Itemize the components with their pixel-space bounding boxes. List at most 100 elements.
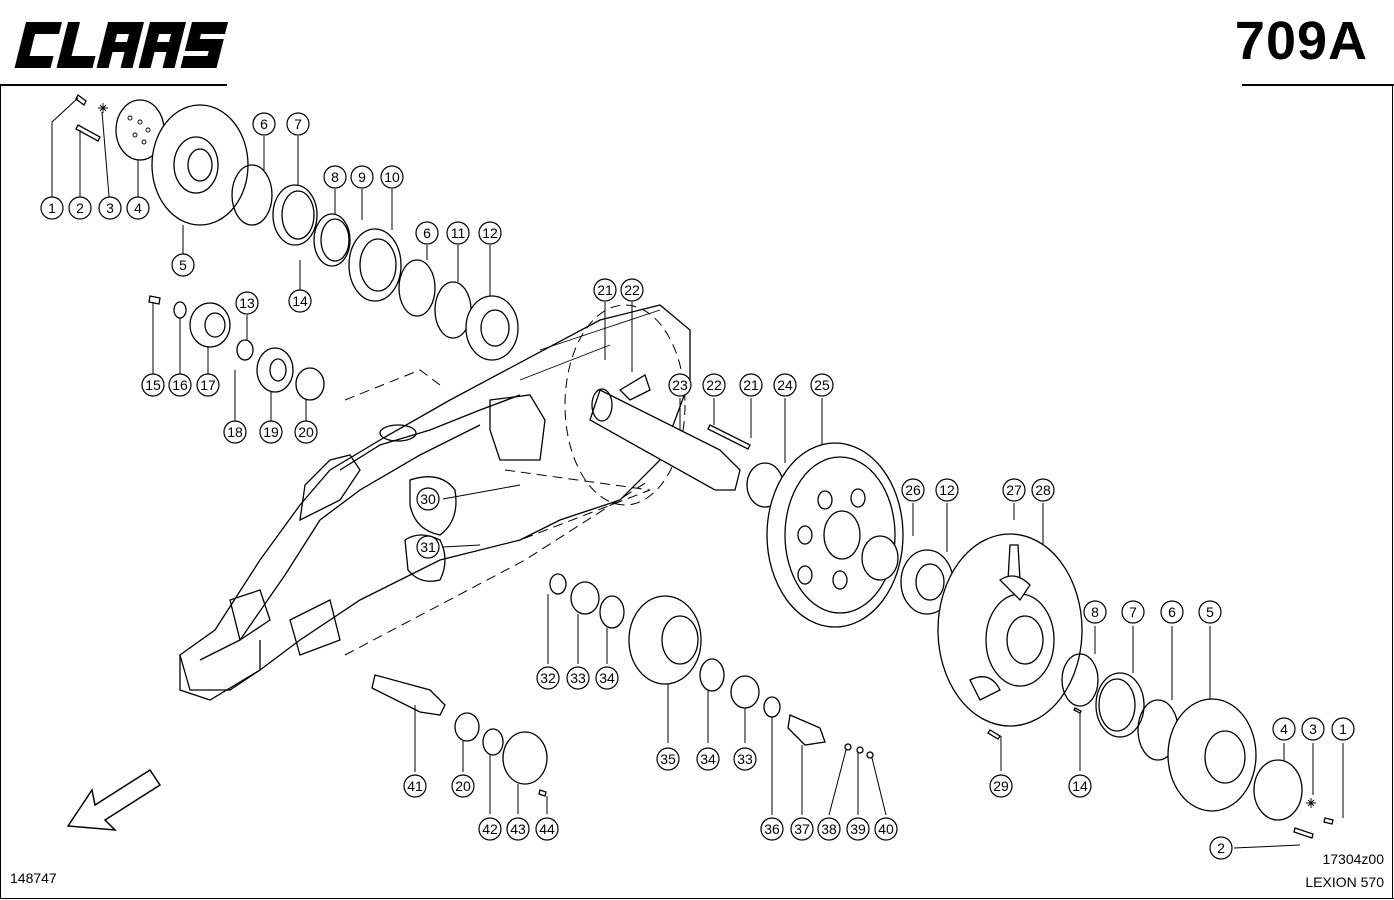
callout-26: 26: [901, 478, 925, 502]
document-number: 148747: [10, 870, 57, 886]
svg-text:8: 8: [331, 169, 339, 185]
svg-text:12: 12: [482, 225, 498, 241]
callout-38: 38: [817, 817, 841, 841]
callout-43: 43: [506, 817, 530, 841]
svg-text:10: 10: [384, 169, 400, 185]
svg-text:12: 12: [939, 482, 955, 498]
svg-text:40: 40: [878, 821, 894, 837]
callout-34b: 34: [696, 747, 720, 771]
callout-34: 34: [595, 666, 619, 690]
svg-text:38: 38: [821, 821, 837, 837]
callout-1: 1: [40, 196, 64, 220]
svg-text:20: 20: [455, 778, 471, 794]
right-hub: [937, 533, 1334, 839]
header-rule-left: [0, 84, 227, 86]
callout-9: 9: [350, 165, 374, 189]
callout-3: 3: [98, 196, 122, 220]
svg-text:32: 32: [540, 670, 556, 686]
callout-3b: 3: [1301, 717, 1325, 741]
svg-text:26: 26: [905, 482, 921, 498]
svg-text:21: 21: [597, 282, 613, 298]
drawing-code: 17304z00: [1322, 851, 1384, 867]
callout-22: 22: [620, 278, 644, 302]
svg-text:5: 5: [179, 257, 187, 273]
callout-10: 10: [380, 165, 404, 189]
callout-21b: 21: [739, 373, 763, 397]
callout-5: 5: [171, 253, 195, 277]
machine-model: LEXION 570: [1305, 874, 1384, 890]
svg-text:2: 2: [1217, 840, 1225, 856]
header-rule-right: [1242, 84, 1394, 86]
svg-text:37: 37: [794, 821, 810, 837]
callout-8b: 8: [1083, 600, 1107, 624]
svg-text:39: 39: [850, 821, 866, 837]
svg-text:34: 34: [599, 670, 615, 686]
frame-right-edge: [1392, 85, 1393, 898]
svg-text:21: 21: [743, 377, 759, 393]
callout-4b: 4: [1272, 717, 1296, 741]
callout-30: 30: [416, 487, 440, 511]
callout-18: 18: [223, 420, 247, 444]
callout-27: 27: [1002, 478, 1026, 502]
svg-text:24: 24: [777, 377, 793, 393]
callout-8: 8: [323, 165, 347, 189]
claas-logo: [14, 22, 229, 68]
frame-left-edge: [0, 85, 1, 898]
callout-23: 23: [668, 373, 692, 397]
svg-text:5: 5: [1206, 604, 1214, 620]
left-bearing-cluster: [148, 295, 325, 401]
svg-text:17: 17: [200, 377, 216, 393]
svg-text:4: 4: [134, 200, 142, 216]
svg-text:23: 23: [672, 377, 688, 393]
svg-text:42: 42: [482, 821, 498, 837]
svg-text:1: 1: [1339, 721, 1347, 737]
svg-text:34: 34: [700, 751, 716, 767]
callout-14: 14: [288, 289, 312, 313]
callout-31: 31: [416, 535, 440, 559]
callout-14b: 14: [1068, 774, 1092, 798]
callout-12b: 12: [935, 478, 959, 502]
callout-13: 13: [235, 291, 259, 315]
callout-39: 39: [846, 817, 870, 841]
svg-text:22: 22: [624, 282, 640, 298]
callout-21: 21: [593, 278, 617, 302]
frame-bottom-edge: [0, 898, 1394, 899]
callout-40: 40: [874, 817, 898, 841]
callout-20: 20: [294, 420, 318, 444]
drive-shaft-assembly: [589, 374, 784, 508]
callout-44: 44: [535, 817, 559, 841]
page-number: 709A: [1234, 11, 1368, 71]
callout-11: 11: [446, 221, 470, 245]
svg-text:41: 41: [407, 778, 423, 794]
svg-text:3: 3: [106, 200, 114, 216]
callout-7b: 7: [1121, 600, 1145, 624]
svg-text:2: 2: [76, 200, 84, 216]
callout-layer: 1 2 3 4 5 6 7 8 9 10 6 11 12 14 13 15 16…: [40, 112, 1355, 860]
callout-33: 33: [566, 666, 590, 690]
large-gear: [766, 442, 954, 628]
svg-text:20: 20: [298, 424, 314, 440]
svg-text:35: 35: [660, 751, 676, 767]
callout-19: 19: [259, 420, 283, 444]
callout-6b: 6: [415, 221, 439, 245]
svg-text:33: 33: [737, 751, 753, 767]
svg-text:18: 18: [227, 424, 243, 440]
svg-text:28: 28: [1035, 482, 1051, 498]
callout-25: 25: [810, 373, 834, 397]
callout-4: 4: [126, 196, 150, 220]
svg-text:6: 6: [260, 116, 268, 132]
svg-text:14: 14: [1072, 778, 1088, 794]
upper-hub-assembly: [75, 94, 519, 361]
svg-text:19: 19: [263, 424, 279, 440]
svg-text:7: 7: [294, 116, 302, 132]
callout-37: 37: [790, 817, 814, 841]
svg-text:25: 25: [814, 377, 830, 393]
callout-33b: 33: [733, 747, 757, 771]
callout-5b: 5: [1198, 600, 1222, 624]
svg-text:43: 43: [510, 821, 526, 837]
callout-42: 42: [478, 817, 502, 841]
svg-text:44: 44: [539, 821, 555, 837]
svg-text:6: 6: [1168, 604, 1176, 620]
